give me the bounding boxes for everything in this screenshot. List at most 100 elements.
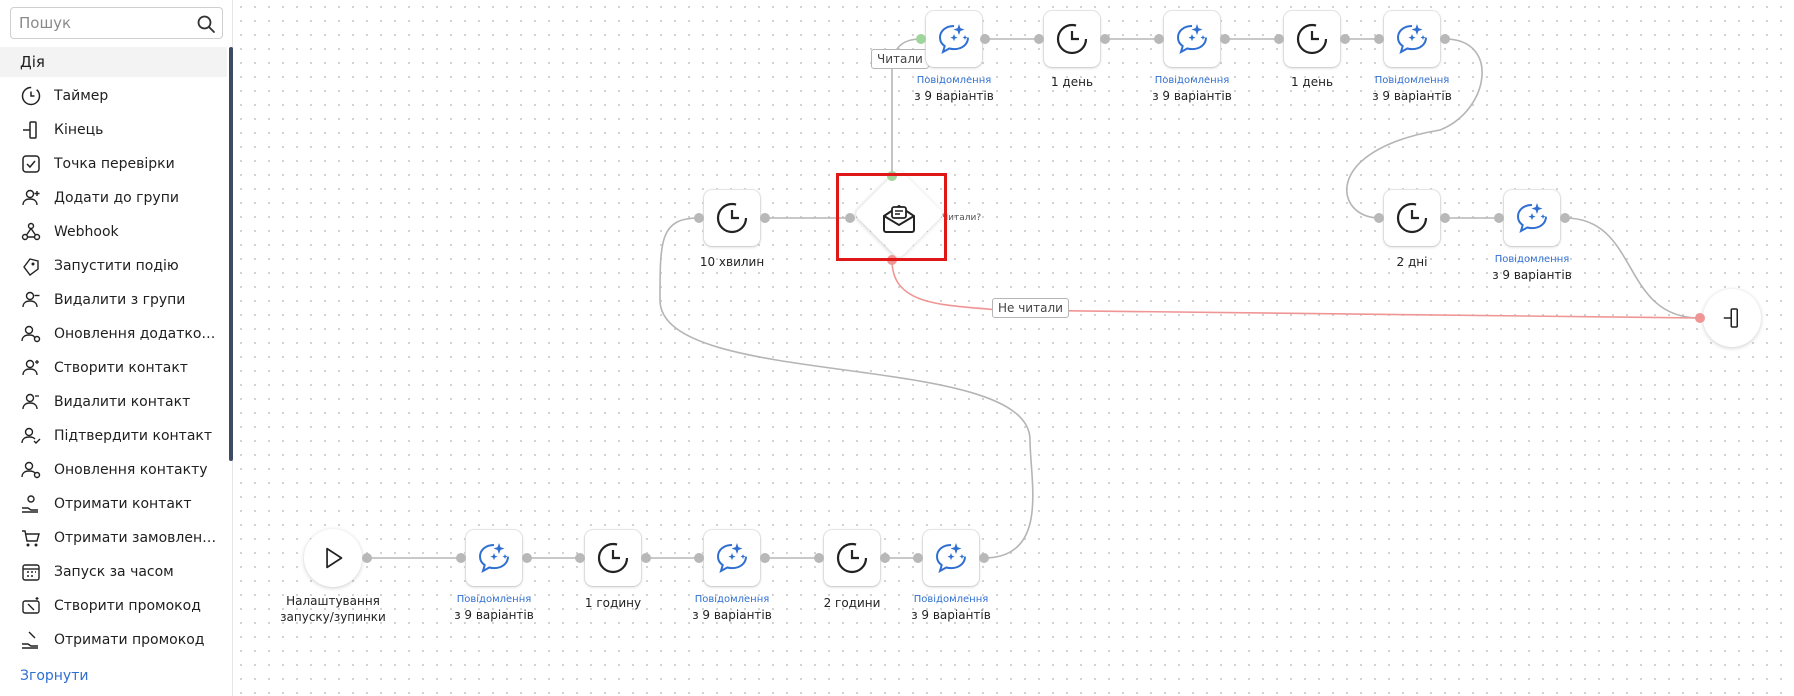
sidebar-item-get-contact[interactable]: Отримати контакт — [0, 487, 227, 521]
sidebar-item-label: Кінець — [54, 122, 104, 138]
action-list: Таймер Кінець Точка перевірки Додати до … — [0, 79, 227, 657]
sidebar-item-trigger-event[interactable]: Запустити подію — [0, 249, 227, 283]
port[interactable] — [456, 553, 466, 563]
sidebar-item-add-to-group[interactable]: Додати до групи — [0, 181, 227, 215]
port[interactable] — [694, 553, 704, 563]
timer-node[interactable] — [585, 530, 641, 586]
port[interactable] — [1034, 34, 1044, 44]
port[interactable] — [1220, 34, 1230, 44]
message-node[interactable] — [466, 530, 522, 586]
port[interactable] — [1560, 213, 1570, 223]
remove-from-group-icon — [20, 289, 42, 311]
sidebar-item-update-additional[interactable]: Оновлення додаткови... — [0, 317, 227, 351]
sidebar-item-create-promo[interactable]: Створити промокод — [0, 589, 227, 623]
search-input[interactable] — [11, 8, 189, 38]
ai-message-icon — [478, 543, 509, 574]
search-icon[interactable] — [196, 14, 216, 34]
port-read[interactable] — [887, 171, 897, 181]
message-node[interactable] — [1384, 11, 1440, 67]
timer-node[interactable] — [704, 190, 760, 246]
timer-node-caption: 2 дні — [1396, 255, 1428, 269]
message-node[interactable] — [923, 530, 979, 586]
port-unread[interactable] — [887, 255, 897, 265]
timer-icon — [716, 202, 748, 234]
port[interactable] — [1100, 34, 1110, 44]
timer-node-caption: 10 хвилин — [699, 255, 765, 269]
port[interactable] — [1440, 213, 1450, 223]
timer-node[interactable] — [1284, 11, 1340, 67]
port[interactable] — [880, 553, 890, 563]
sidebar-item-update-contact[interactable]: Оновлення контакту — [0, 453, 227, 487]
sidebar-item-label: Запуск за часом — [54, 564, 174, 580]
sidebar-item-confirm-contact[interactable]: Підтвердити контакт — [0, 419, 227, 453]
sidebar-item-label: Видалити з групи — [54, 292, 186, 308]
sidebar-item-get-order[interactable]: Отримати замовлення — [0, 521, 227, 555]
envelope-open-icon — [883, 204, 915, 233]
start-node-caption: Налаштування запуску/зупинки — [280, 594, 386, 624]
sidebar-scrollbar[interactable] — [229, 47, 233, 461]
sidebar-item-label: Отримати замовлення — [54, 530, 219, 546]
trigger-event-icon — [20, 255, 42, 277]
sidebar-item-label: Видалити контакт — [54, 394, 191, 410]
port[interactable] — [362, 553, 372, 563]
sidebar-item-end[interactable]: Кінець — [0, 113, 227, 147]
sidebar-item-remove-from-group[interactable]: Видалити з групи — [0, 283, 227, 317]
port[interactable] — [980, 34, 990, 44]
port[interactable] — [1274, 34, 1284, 44]
sidebar-item-create-contact[interactable]: Створити контакт — [0, 351, 227, 385]
port[interactable] — [1340, 34, 1350, 44]
sidebar-item-label: Запустити подію — [54, 258, 179, 274]
port[interactable] — [760, 553, 770, 563]
create-contact-icon — [20, 357, 42, 379]
port[interactable] — [694, 213, 704, 223]
search-box[interactable] — [10, 7, 223, 39]
timer-node[interactable] — [1044, 11, 1100, 67]
sidebar-item-time-trigger[interactable]: Запуск за часом — [0, 555, 227, 589]
update-contact-icon — [20, 459, 42, 481]
sidebar-item-checkpoint[interactable]: Точка перевірки — [0, 147, 227, 181]
update-additional-icon — [20, 323, 42, 345]
message-node[interactable] — [1164, 11, 1220, 67]
timer-node-caption: 1 день — [1050, 75, 1094, 89]
port[interactable] — [1154, 34, 1164, 44]
port[interactable] — [641, 553, 651, 563]
message-node[interactable] — [704, 530, 760, 586]
port[interactable] — [1374, 213, 1384, 223]
confirm-contact-icon — [20, 425, 42, 447]
collapse-link[interactable]: Згорнути — [20, 668, 89, 684]
sidebar-item-label: Таймер — [54, 88, 109, 104]
message-node[interactable] — [1504, 190, 1560, 246]
sidebar-item-label: Отримати промокод — [54, 632, 205, 648]
port[interactable] — [522, 553, 532, 563]
sidebar-item-timer[interactable]: Таймер — [0, 79, 227, 113]
port[interactable] — [1494, 213, 1504, 223]
message-node[interactable] — [926, 11, 982, 67]
ai-message-icon — [1516, 203, 1547, 234]
sidebar-item-delete-contact[interactable]: Видалити контакт — [0, 385, 227, 419]
port[interactable] — [575, 553, 585, 563]
flow-canvas[interactable] — [234, 0, 1794, 696]
branch-tag-read: Читали — [871, 49, 929, 69]
sidebar-item-label: Створити контакт — [54, 360, 188, 376]
end-icon — [20, 119, 42, 141]
sidebar-item-webhook[interactable]: Webhook — [0, 215, 227, 249]
port[interactable] — [814, 553, 824, 563]
timer-node[interactable] — [1384, 190, 1440, 246]
port[interactable] — [979, 553, 989, 563]
port[interactable] — [845, 213, 855, 223]
start-node[interactable] — [304, 529, 362, 587]
timer-node[interactable] — [824, 530, 880, 586]
port[interactable] — [1374, 34, 1384, 44]
end-node[interactable] — [1703, 289, 1761, 347]
port[interactable] — [913, 553, 923, 563]
create-promo-icon — [20, 595, 42, 617]
port-end[interactable] — [1695, 313, 1705, 323]
sidebar-item-label: Оновлення додаткови... — [54, 326, 219, 342]
port[interactable] — [916, 34, 926, 44]
sidebar-item-get-promo[interactable]: Отримати промокод — [0, 623, 227, 657]
port[interactable] — [1440, 34, 1450, 44]
port[interactable] — [760, 213, 770, 223]
